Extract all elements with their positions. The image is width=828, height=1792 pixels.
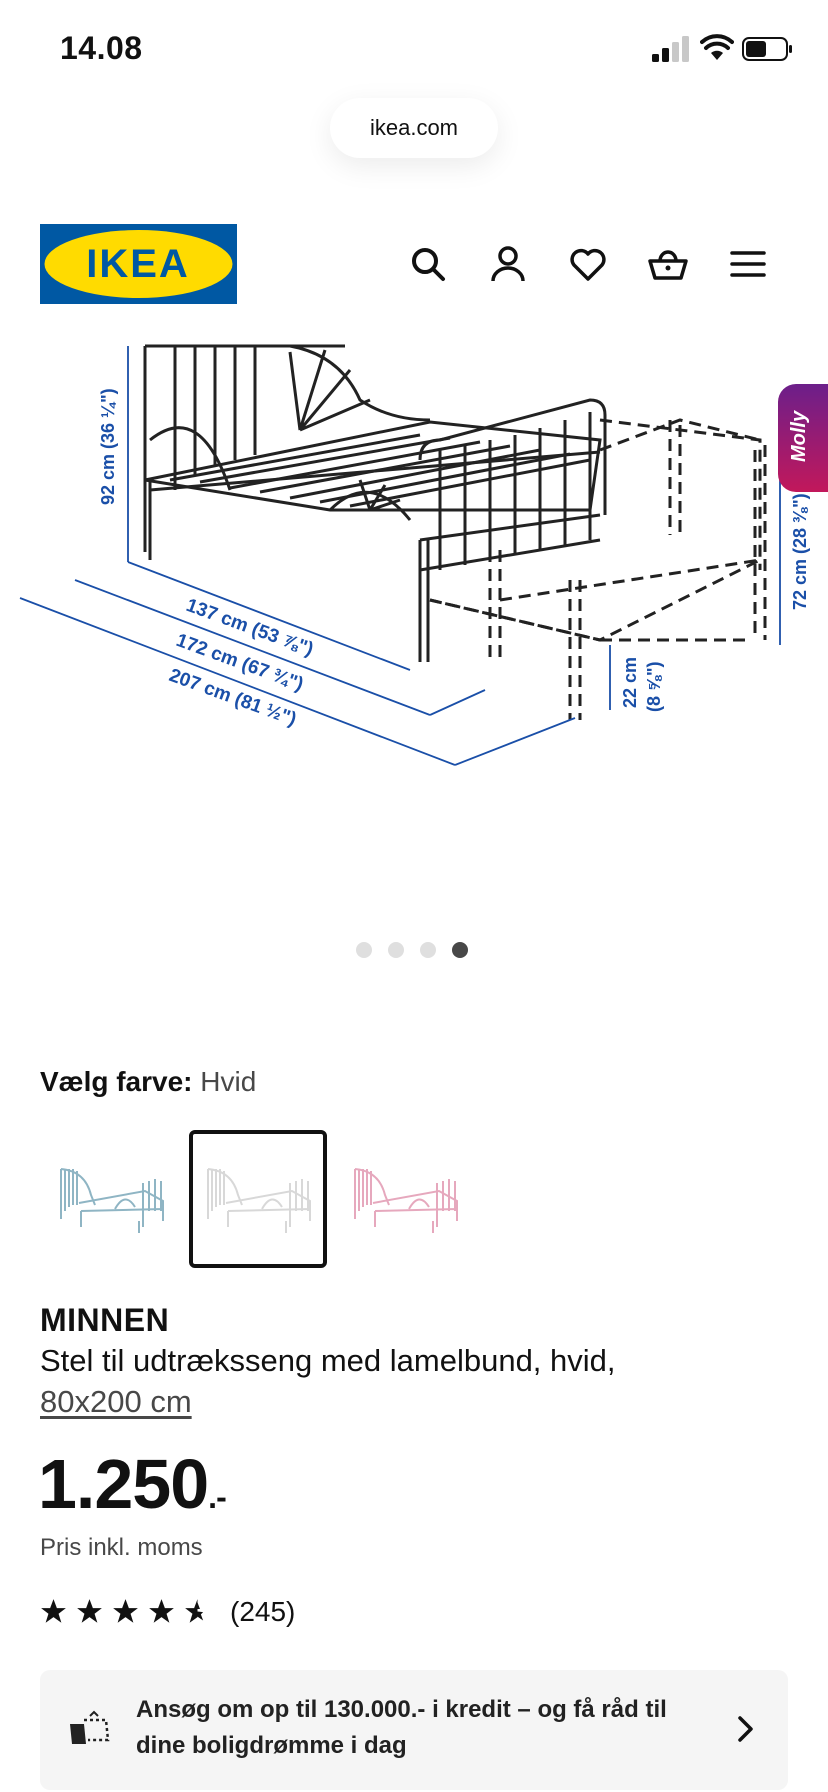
bed-thumbnail-pink (354, 1168, 458, 1233)
product-dimension-image[interactable]: 92 cm (36 ¼") 137 cm (53 ⅞") 172 cm (67 … (0, 340, 828, 800)
dim-clearance: 22 cm (620, 657, 640, 708)
basket-icon (648, 250, 688, 280)
bed-frame-drawing (143, 344, 607, 662)
dimension-lines (19, 346, 781, 766)
user-icon (491, 246, 525, 282)
gallery-dot-4[interactable] (452, 942, 468, 958)
search-button[interactable] (404, 240, 452, 288)
dim-clearance-in: (8 ⅝") (644, 661, 664, 712)
price-value: 1.250 (38, 1445, 209, 1523)
color-swatch-blue[interactable] (42, 1130, 180, 1268)
star-half-icon (185, 1599, 210, 1623)
gallery-pagination (356, 942, 468, 958)
product-description-text: Stel til udtræksseng med lamelbund, hvid… (40, 1343, 616, 1378)
credit-card-icon (70, 1710, 110, 1744)
heart-icon (570, 248, 606, 281)
color-swatch-pink[interactable] (336, 1130, 474, 1268)
url-bar[interactable]: ikea.com (330, 98, 498, 158)
bed-thumbnail-white (207, 1168, 311, 1233)
gallery-dot-3[interactable] (420, 942, 436, 958)
product-size-link[interactable]: 80x200 cm (40, 1384, 192, 1419)
star-full-icon (113, 1599, 138, 1623)
product-name: MINNEN (40, 1302, 170, 1338)
color-swatch-white[interactable] (189, 1130, 327, 1268)
molly-chat-button[interactable]: Molly (778, 384, 828, 492)
price-suffix: .- (208, 1479, 227, 1515)
bed-extension-drawing (429, 418, 767, 720)
wifi-icon (700, 34, 734, 60)
color-label-text: Vælg farve: (40, 1066, 193, 1097)
url-text: ikea.com (369, 115, 459, 140)
dim-height-total: 72 cm (28 ⅜") (790, 493, 810, 610)
rating-stars[interactable] (40, 1598, 211, 1625)
menu-button[interactable] (724, 240, 772, 288)
ikea-logo-image: IKEA (40, 224, 237, 304)
review-count[interactable]: (245) (230, 1596, 296, 1627)
ikea-logo[interactable]: IKEA (40, 224, 237, 304)
svg-text:IKEA: IKEA (86, 242, 190, 286)
star-full-icon (77, 1599, 102, 1623)
basket-button[interactable] (644, 240, 692, 288)
dim-height-headboard: 92 cm (36 ¼") (98, 388, 118, 505)
status-bar: 14.08 (0, 0, 828, 100)
signal-icon (652, 36, 689, 62)
star-full-icon (149, 1599, 174, 1623)
color-value-text: Hvid (200, 1066, 257, 1097)
status-time: 14.08 (60, 30, 143, 66)
color-select-label: Vælg farve: Hvid (40, 1066, 256, 1098)
favourites-button[interactable] (564, 240, 612, 288)
price-note: Pris inkl. moms (40, 1534, 203, 1561)
search-icon (412, 248, 445, 281)
bed-thumbnail-blue (60, 1168, 164, 1233)
product-price: 1.250.- (38, 1444, 227, 1524)
battery-icon (742, 37, 792, 61)
molly-label: Molly (788, 410, 810, 462)
credit-banner[interactable]: Ansøg om op til 130.000.- i kredit – og … (40, 1670, 788, 1790)
product-description: Stel til udtræksseng med lamelbund, hvid… (40, 1340, 780, 1422)
gallery-dot-2[interactable] (388, 942, 404, 958)
account-button[interactable] (484, 240, 532, 288)
menu-icon (730, 251, 766, 277)
star-full-icon (41, 1599, 66, 1623)
credit-banner-text: Ansøg om op til 130.000.- i kredit – og … (136, 1696, 667, 1759)
chevron-right-icon (738, 1716, 753, 1742)
gallery-dot-1[interactable] (356, 942, 372, 958)
